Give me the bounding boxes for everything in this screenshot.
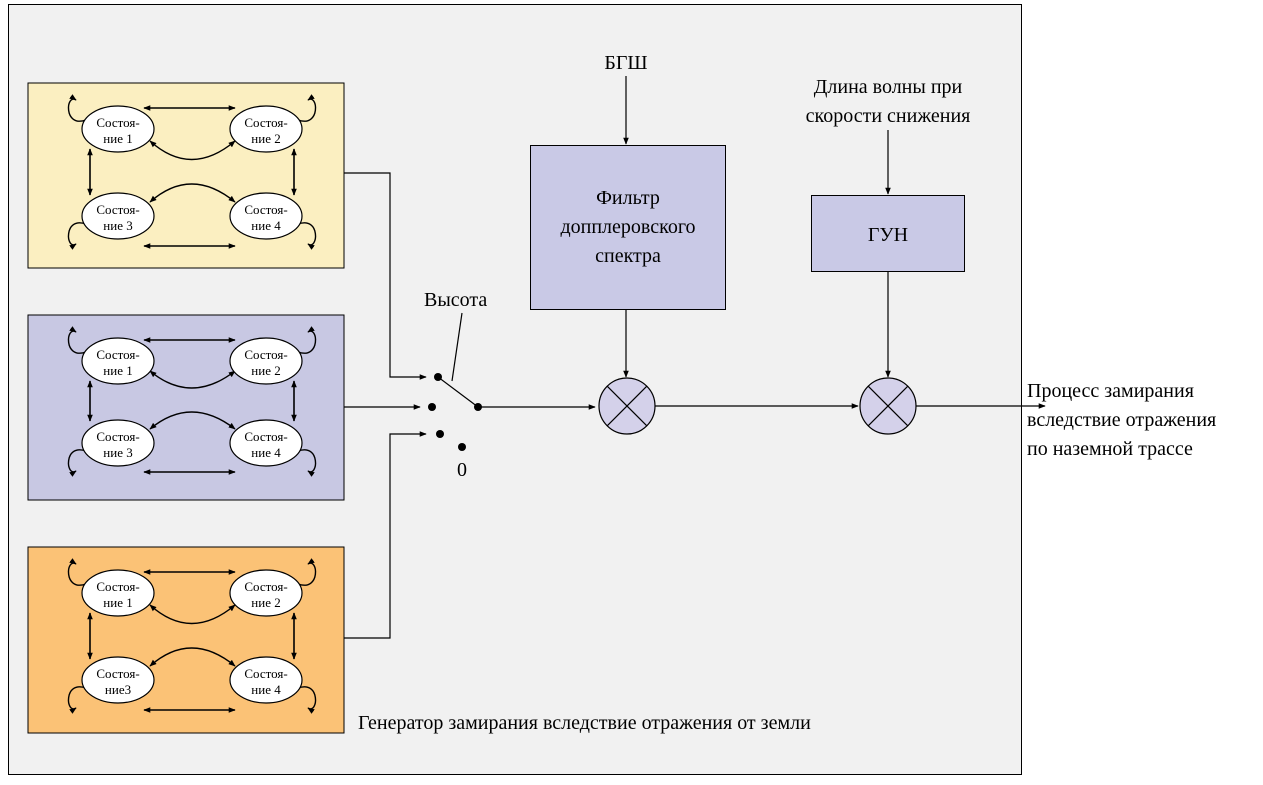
doppler-filter-block: [530, 145, 726, 310]
state-label: Состоя-: [96, 429, 139, 444]
output-label-line3: по наземной трассе: [1027, 438, 1193, 460]
state-label: ние 4: [251, 682, 281, 697]
state-node: [229, 569, 303, 617]
markov-box-2: Состоя- ние 1 Состоя- ние 2 Состоя- ние …: [27, 314, 345, 501]
state-node: [229, 337, 303, 385]
altitude-switch: Высота 0: [424, 289, 487, 481]
switch-label: Высота: [424, 289, 487, 311]
state-label: ние 1: [103, 131, 132, 146]
doppler-filter-label-line2: допплеровского: [560, 216, 695, 238]
mixer-2: [859, 377, 917, 435]
wire-box3-to-switch: [344, 431, 427, 639]
markov-box-2-graph: Состоя- ние 1 Состоя- ние 2 Состоя- ние …: [67, 326, 317, 477]
output-label-line1: Процесс замирания: [1027, 380, 1194, 402]
state-label: Состоя-: [96, 202, 139, 217]
state-label: Состоя-: [96, 115, 139, 130]
output-label-line2: вследствие отражения: [1027, 409, 1216, 431]
state-node: [81, 105, 155, 153]
markov-box-1-bg: [27, 82, 345, 269]
wire-box1-to-switch: [344, 172, 427, 380]
state-label: Состоя-: [244, 202, 287, 217]
vco-label: ГУН: [868, 224, 908, 246]
state-label: ние 2: [251, 595, 280, 610]
markov-box-3-graph: Состоя- ние 1 Состоя- ние 2 Состоя- ние3…: [67, 558, 317, 714]
state-label: ние 3: [103, 218, 132, 233]
switch-zero-label: 0: [457, 459, 467, 481]
markov-box-1-graph: Состоя- ние 1 Состоя- ние 2 Состоя- ние …: [67, 94, 317, 250]
state-label: Состоя-: [244, 579, 287, 594]
doppler-filter-label-line1: Фильтр: [596, 187, 660, 209]
markov-box-3-bg: [27, 546, 345, 734]
switch-contact: [436, 430, 444, 438]
wavelength-label-line2: скорости снижения: [806, 105, 971, 127]
switch-label-pointer: [451, 312, 463, 382]
state-label: ние 2: [251, 363, 280, 378]
state-label: ние 3: [103, 445, 132, 460]
generator-caption: Генератор замирания вследствие отражения…: [358, 712, 811, 734]
state-node: [81, 569, 155, 617]
switch-contact: [428, 403, 436, 411]
state-label: ние 2: [251, 131, 280, 146]
state-label: Состоя-: [244, 429, 287, 444]
state-label: ние 4: [251, 445, 281, 460]
markov-box-1: Состоя- ние 1 Состоя- ние 2 Состоя- ние …: [27, 82, 345, 269]
markov-box-3: Состоя- ние 1 Состоя- ние 2 Состоя- ние3…: [27, 546, 345, 734]
state-label: Состоя-: [244, 347, 287, 362]
state-node: [229, 192, 303, 240]
state-node: [81, 192, 155, 240]
state-node: [229, 656, 303, 704]
state-label: Состоя-: [244, 115, 287, 130]
state-label: Состоя-: [244, 666, 287, 681]
switch-contact-zero: [458, 443, 466, 451]
doppler-filter-label-line3: спектра: [595, 245, 661, 267]
noise-source-label: БГШ: [604, 52, 647, 74]
state-node: [81, 337, 155, 385]
state-label: ние 1: [103, 363, 132, 378]
state-label: ние 4: [251, 218, 281, 233]
state-label: Состоя-: [96, 347, 139, 362]
switch-lever: [437, 376, 479, 408]
wavelength-label-line1: Длина волны при: [814, 76, 963, 98]
state-label: Состоя-: [96, 579, 139, 594]
state-label: ние 1: [103, 595, 132, 610]
vco-block: [811, 195, 965, 272]
state-node: [229, 105, 303, 153]
state-node: [81, 656, 155, 704]
mixer-1: [598, 377, 656, 435]
state-label: ние3: [105, 682, 131, 697]
state-node: [229, 419, 303, 467]
state-node: [81, 419, 155, 467]
state-label: Состоя-: [96, 666, 139, 681]
